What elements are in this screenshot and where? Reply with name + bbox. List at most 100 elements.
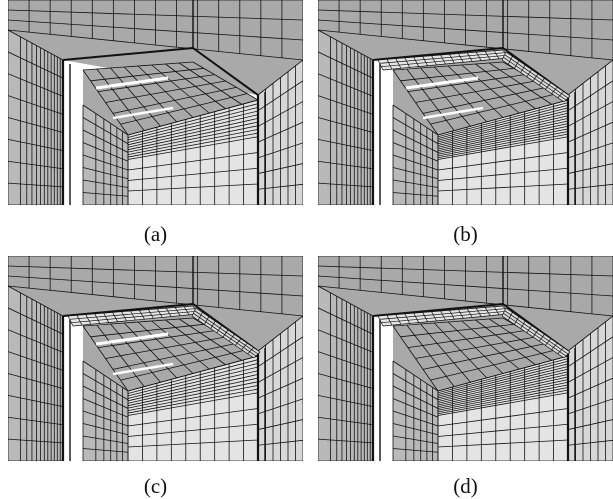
refined-band-edge xyxy=(382,57,509,71)
left-wall-mesh-edge xyxy=(318,373,374,389)
inner-top-mesh-edge xyxy=(82,317,194,327)
mesh-panel-c xyxy=(8,256,303,461)
inner-front-mesh-edge xyxy=(127,117,259,148)
refined-band-edge xyxy=(103,312,110,323)
left-wall-mesh-edge xyxy=(318,117,374,133)
refined-band-right-edge xyxy=(551,342,558,350)
refined-band-edge xyxy=(466,52,473,62)
left-wall-mesh-edge xyxy=(8,29,64,61)
top-mesh-edge xyxy=(8,9,303,21)
top-mesh-edge xyxy=(318,285,613,317)
refined-band-right-edge xyxy=(557,91,564,99)
inner-front-mesh-edge xyxy=(127,362,259,397)
caption-b: (b) xyxy=(453,222,478,246)
top-mesh-edge xyxy=(8,265,303,277)
top-mesh-edge xyxy=(8,19,303,41)
inner-top-mesh-edge xyxy=(430,349,558,381)
refined-band-edge xyxy=(475,307,482,317)
inner-front-mesh-edge xyxy=(437,110,569,143)
refined-band-right-edge xyxy=(193,313,257,357)
refined-band-edge xyxy=(484,51,491,60)
inner-left-mesh-edge xyxy=(392,117,439,145)
inner-top-mesh-edge xyxy=(407,330,525,349)
inner-front-mesh-edge xyxy=(437,376,569,406)
refined-band-right-edge xyxy=(247,347,254,355)
refined-band-edge xyxy=(458,53,464,63)
inner-left-mesh-edge xyxy=(82,398,129,418)
inner-front-mesh-edge xyxy=(127,106,259,141)
top-face xyxy=(318,256,613,351)
inner-front-mesh-edge xyxy=(127,388,259,414)
inner-top-mesh-edge xyxy=(422,342,547,370)
left-wall-mesh-edge xyxy=(318,182,374,188)
inner-left-mesh-edge xyxy=(82,179,129,188)
inner-top-mesh-edge xyxy=(400,323,514,338)
refined-band-right-edge xyxy=(507,312,513,321)
top-mesh-edge xyxy=(318,29,613,61)
refined-band-edge xyxy=(386,315,393,326)
inner-front-mesh-edge xyxy=(437,120,569,150)
left-wall-face xyxy=(318,286,373,461)
refined-band-edge xyxy=(71,310,197,324)
inner-left-mesh-edge xyxy=(82,410,129,427)
refined-band-edge xyxy=(440,54,446,65)
refined-band-edge xyxy=(431,311,437,322)
caption-a: (a) xyxy=(143,222,168,246)
inner-left-mesh-edge xyxy=(392,448,439,453)
refined-band-right-edge xyxy=(210,321,216,329)
inner-left-mesh-edge xyxy=(82,423,129,436)
refined-band-edge xyxy=(449,310,455,320)
inner-front-mesh-edge xyxy=(127,366,259,399)
left-wall-mesh-edge xyxy=(8,394,64,408)
boundary-edge xyxy=(62,47,194,61)
refined-band-right-edge xyxy=(538,78,545,86)
inner-front-mesh-edge xyxy=(437,384,569,411)
inner-front-mesh-edge xyxy=(437,112,569,145)
inner-front-mesh-edge xyxy=(437,381,569,409)
refined-band-edge xyxy=(379,308,505,320)
boundary-edge xyxy=(372,303,504,317)
refined-band-edge xyxy=(404,313,411,324)
inner-front-mesh-edge xyxy=(127,167,259,181)
refined-band-right-edge xyxy=(191,315,255,359)
inner-front-mesh-edge xyxy=(437,439,569,448)
left-wall-mesh-edge xyxy=(318,307,374,335)
refined-band-right-edge xyxy=(501,51,507,61)
refined-band-right-edge xyxy=(241,342,248,350)
top-mesh-edge xyxy=(318,9,613,21)
refined-band-right-edge xyxy=(532,329,539,338)
mesh-render-c xyxy=(8,256,303,461)
refined-band-right-edge xyxy=(504,310,569,355)
inner-left-mesh-edge xyxy=(82,117,129,145)
refined-band-edge xyxy=(94,313,101,324)
inner-front-mesh-edge xyxy=(437,136,569,160)
left-wall-mesh-edge xyxy=(318,160,374,170)
refined-band-edge xyxy=(377,315,384,327)
refined-band-right-edge xyxy=(505,51,571,97)
inner-front-mesh-edge xyxy=(437,371,569,402)
refined-band-edge xyxy=(377,49,504,61)
top-mesh-edge xyxy=(318,265,613,277)
refined-band-edge xyxy=(449,54,455,64)
refined-band-edge xyxy=(413,312,420,323)
inner-front-mesh-edge xyxy=(437,363,569,397)
refined-band-edge xyxy=(381,310,507,324)
refined-band-right-edge xyxy=(195,307,261,353)
inner-front-mesh-edge xyxy=(437,368,569,401)
refined-band-right-edge xyxy=(526,69,532,77)
refined-band-right-edge xyxy=(503,313,567,357)
inner-front-mesh-edge xyxy=(437,117,569,148)
refined-band-right-edge xyxy=(222,329,229,338)
left-wall-face xyxy=(8,286,63,461)
inner-left-mesh-edge xyxy=(392,423,439,436)
refined-band-edge xyxy=(165,307,172,317)
refined-band-edge xyxy=(379,52,505,64)
inner-top-mesh-edge xyxy=(430,93,558,125)
highlight-stripe xyxy=(405,76,479,90)
refined-band-right-edge xyxy=(216,325,222,333)
refined-band-edge xyxy=(422,312,428,322)
refined-band-edge xyxy=(475,51,482,61)
inner-left-mesh-edge xyxy=(82,154,129,171)
mesh-panel-d xyxy=(318,256,613,461)
inner-front-mesh-edge xyxy=(127,183,259,192)
